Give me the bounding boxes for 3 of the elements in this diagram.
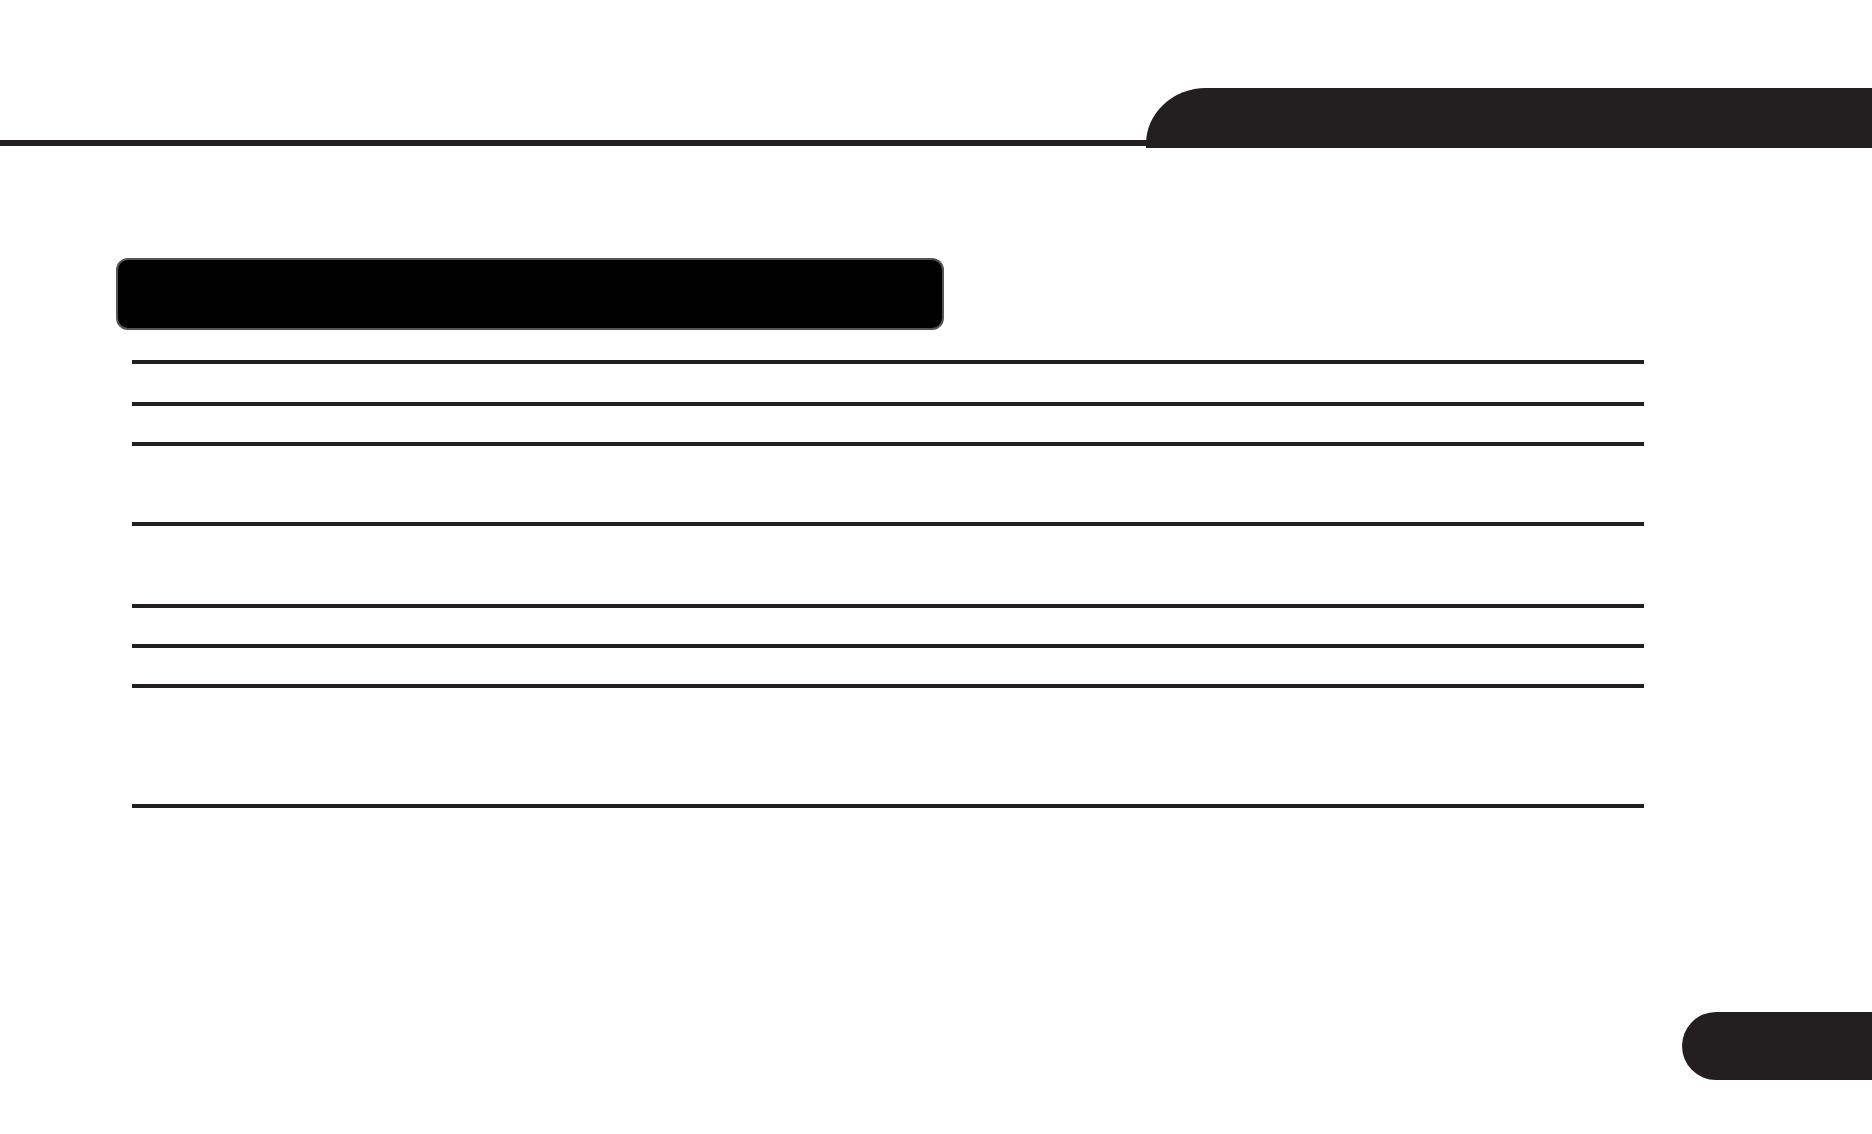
header-tab	[1146, 88, 1872, 148]
page-number-tab	[1682, 1012, 1872, 1080]
section-heading-bar	[116, 258, 944, 330]
